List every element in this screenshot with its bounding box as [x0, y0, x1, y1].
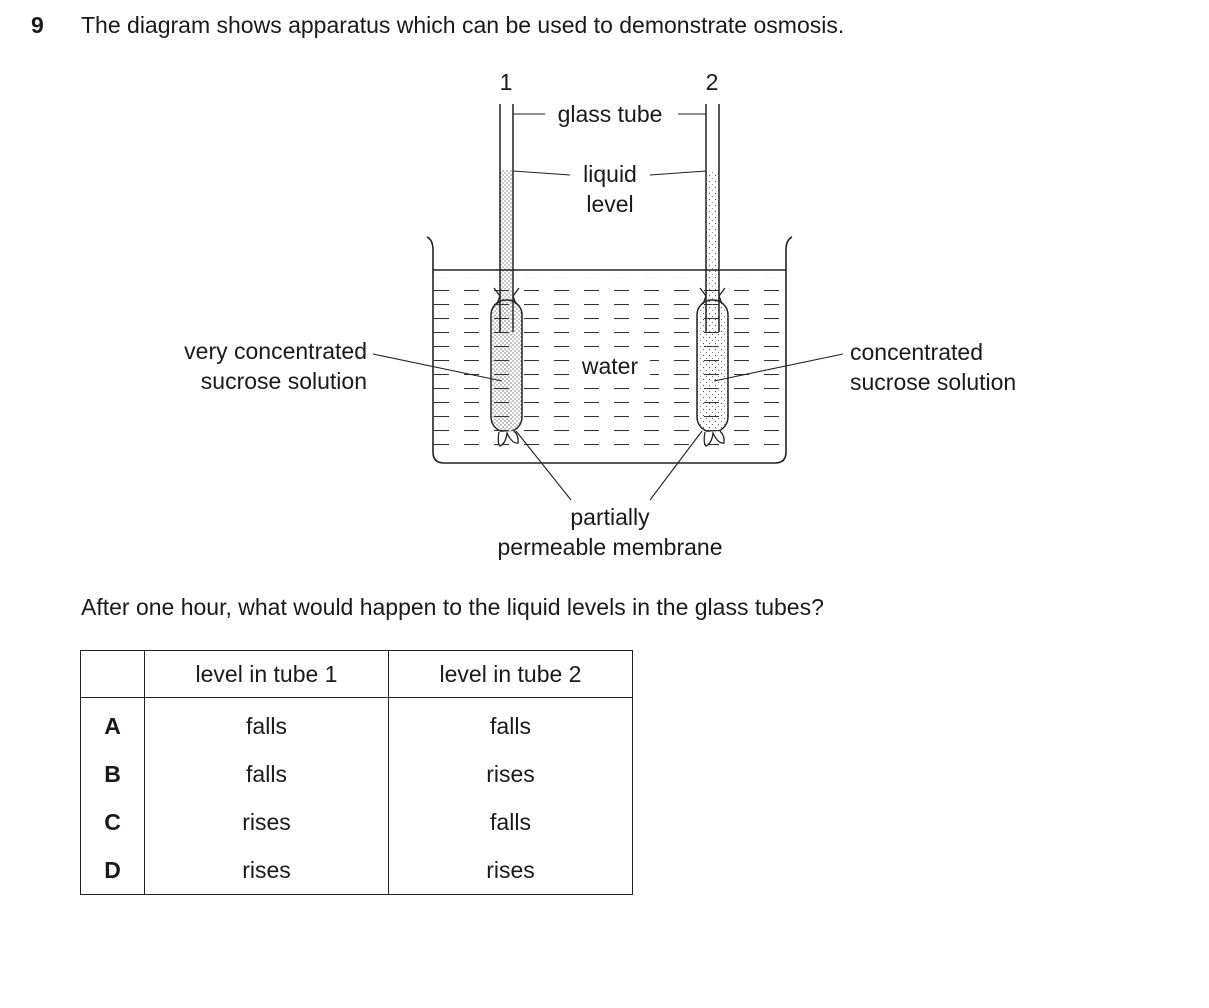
membrane-label-line1: partially: [570, 504, 650, 530]
left-solution-label-line2: sucrose solution: [201, 368, 367, 394]
tube-1-result: falls: [144, 697, 389, 750]
tube-2-apparatus: [696, 104, 729, 447]
option-letter: B: [80, 750, 145, 798]
option-row-a[interactable]: A falls falls: [80, 697, 633, 750]
question-prompt: After one hour, what would happen to the…: [81, 594, 824, 620]
membrane-label-line2: permeable membrane: [497, 534, 722, 560]
option-letter: A: [80, 697, 145, 750]
right-solution-label-line2: sucrose solution: [850, 369, 1016, 395]
option-row-c[interactable]: C rises falls: [80, 798, 633, 846]
option-row-b[interactable]: B falls rises: [80, 750, 633, 798]
liquid-level-label-line2: level: [586, 191, 633, 217]
header-corner-cell: [80, 650, 145, 698]
water-label: water: [581, 353, 639, 379]
beaker: [426, 236, 793, 464]
tube-2-result: rises: [388, 750, 633, 798]
tube-2-result: falls: [388, 697, 633, 750]
option-letter: D: [80, 846, 145, 895]
tube-1-result: rises: [144, 798, 389, 846]
option-row-d[interactable]: D rises rises: [80, 846, 633, 895]
glass-tube-label: glass tube: [558, 101, 663, 127]
question-intro: The diagram shows apparatus which can be…: [81, 12, 845, 38]
tube-1-label: 1: [500, 69, 513, 95]
answer-options-table: level in tube 1 level in tube 2 A falls …: [80, 650, 633, 895]
tube-1-result: rises: [144, 846, 389, 895]
question-number: 9: [31, 12, 44, 38]
option-letter: C: [80, 798, 145, 846]
tube-1-result: falls: [144, 750, 389, 798]
osmosis-apparatus-diagram: 1 2 glass tube liquid level water very c…: [184, 69, 1016, 560]
header-tube-2: level in tube 2: [388, 650, 633, 698]
water-label-backing: [572, 352, 650, 380]
tube-2-label: 2: [706, 69, 719, 95]
liquid-level-label-line1: liquid: [583, 161, 637, 187]
tube-2-result: rises: [388, 846, 633, 895]
leader-lines: [372, 113, 844, 501]
left-solution-label-line1: very concentrated: [184, 338, 367, 364]
table-header-row: level in tube 1 level in tube 2: [80, 650, 633, 698]
tube-1-apparatus: [490, 104, 523, 447]
tube-2-result: falls: [388, 798, 633, 846]
header-tube-1: level in tube 1: [144, 650, 389, 698]
right-solution-label-line1: concentrated: [850, 339, 983, 365]
